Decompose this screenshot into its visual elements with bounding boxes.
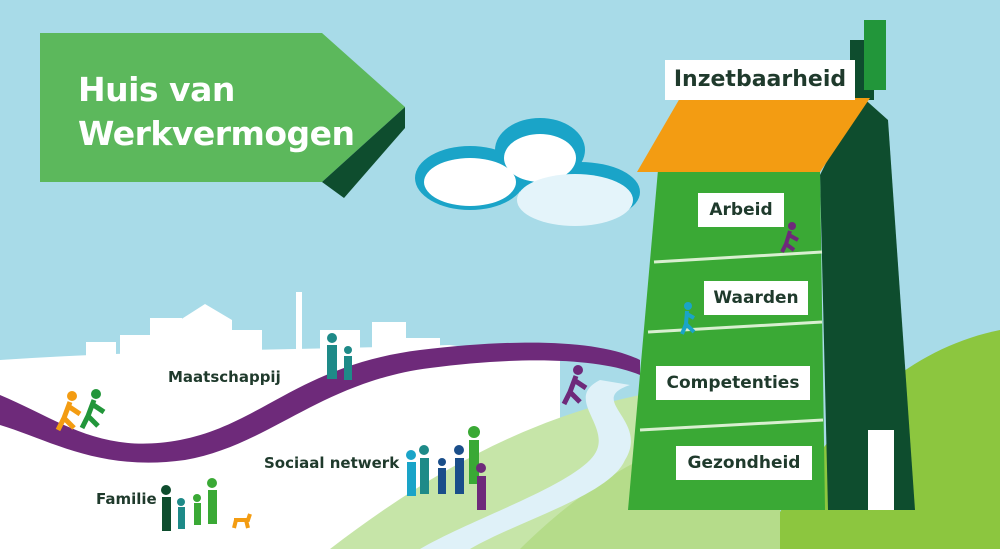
title-banner-shadow <box>322 107 405 198</box>
running-people <box>55 389 106 432</box>
label-familie: Familie <box>96 490 157 508</box>
floor-label-competenties: Competenties <box>656 366 810 400</box>
house-figures <box>680 222 799 335</box>
people-group-familie <box>161 478 252 531</box>
house-door <box>868 430 894 510</box>
hill-middle <box>330 395 640 549</box>
winding-path <box>420 380 631 549</box>
floor-dividers <box>639 250 824 432</box>
walking-person-road <box>561 365 588 406</box>
roof-label-inzetbaarheid: Inzetbaarheid <box>665 60 855 100</box>
cloud <box>415 118 640 226</box>
label-maatschappij: Maatschappij <box>168 368 281 386</box>
roof <box>637 98 870 172</box>
title-banner <box>40 33 405 182</box>
chimney-top <box>864 20 886 90</box>
people-group-maatschappij <box>327 333 352 380</box>
label-sociaal-netwerk: Sociaal netwerk <box>264 454 400 472</box>
floor-label-waarden: Waarden <box>704 281 808 315</box>
title-line-1: Huis van <box>78 70 235 109</box>
floor-label-gezondheid: Gezondheid <box>676 446 812 480</box>
people-group-sociaal <box>406 426 486 510</box>
page-title: Huis van Werkvermogen <box>78 68 355 156</box>
floor-label-arbeid: Arbeid <box>698 193 784 227</box>
purple-road <box>0 342 640 463</box>
house-side <box>820 95 915 510</box>
title-line-2: Werkvermogen <box>78 114 355 153</box>
